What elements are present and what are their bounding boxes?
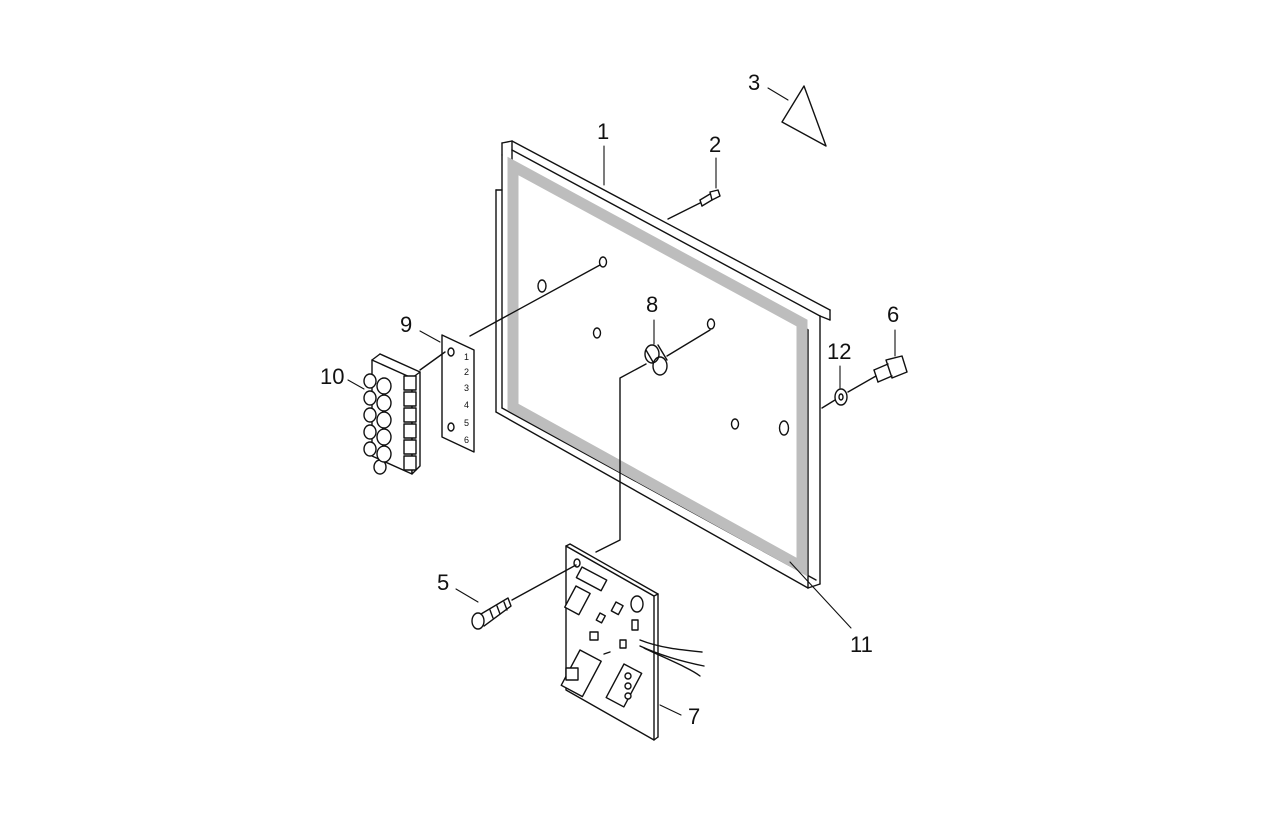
- terminal-number: 2: [464, 367, 469, 377]
- terminal-label: [441, 334, 475, 453]
- callout-9: 9: [400, 312, 413, 337]
- callout-12: 12: [827, 339, 852, 364]
- leader-block: [419, 351, 446, 371]
- mounting-plate: [495, 140, 831, 589]
- terminal-number: 1: [464, 352, 469, 362]
- callout-8: 8: [646, 292, 659, 317]
- washer: [821, 388, 848, 409]
- screw-5: [471, 564, 577, 630]
- callout-2: 2: [709, 132, 722, 157]
- terminal-number: 3: [464, 383, 469, 393]
- callout-7: 7: [688, 704, 701, 729]
- terminal-block: [363, 353, 421, 475]
- callout-leaders: [347, 87, 896, 716]
- terminal-numbers: 1 2 3 4 5 6: [464, 352, 469, 445]
- callout-6: 6: [887, 302, 900, 327]
- screw-6: [847, 355, 908, 393]
- spacer: [595, 329, 711, 553]
- callout-5: 5: [437, 570, 450, 595]
- warning-label: [781, 85, 827, 147]
- callout-10: 10: [320, 364, 345, 389]
- screw-2: [667, 189, 721, 220]
- gasket: [507, 156, 808, 577]
- callout-1: 1: [597, 119, 610, 144]
- terminal-number: 4: [464, 400, 469, 410]
- circuit-board: [560, 543, 705, 741]
- leader-terminal: [469, 264, 601, 337]
- callout-3: 3: [748, 70, 761, 95]
- callout-11: 11: [850, 632, 873, 657]
- terminal-number: 5: [464, 418, 469, 428]
- terminal-number: 6: [464, 435, 469, 445]
- plate-holes: [537, 256, 790, 436]
